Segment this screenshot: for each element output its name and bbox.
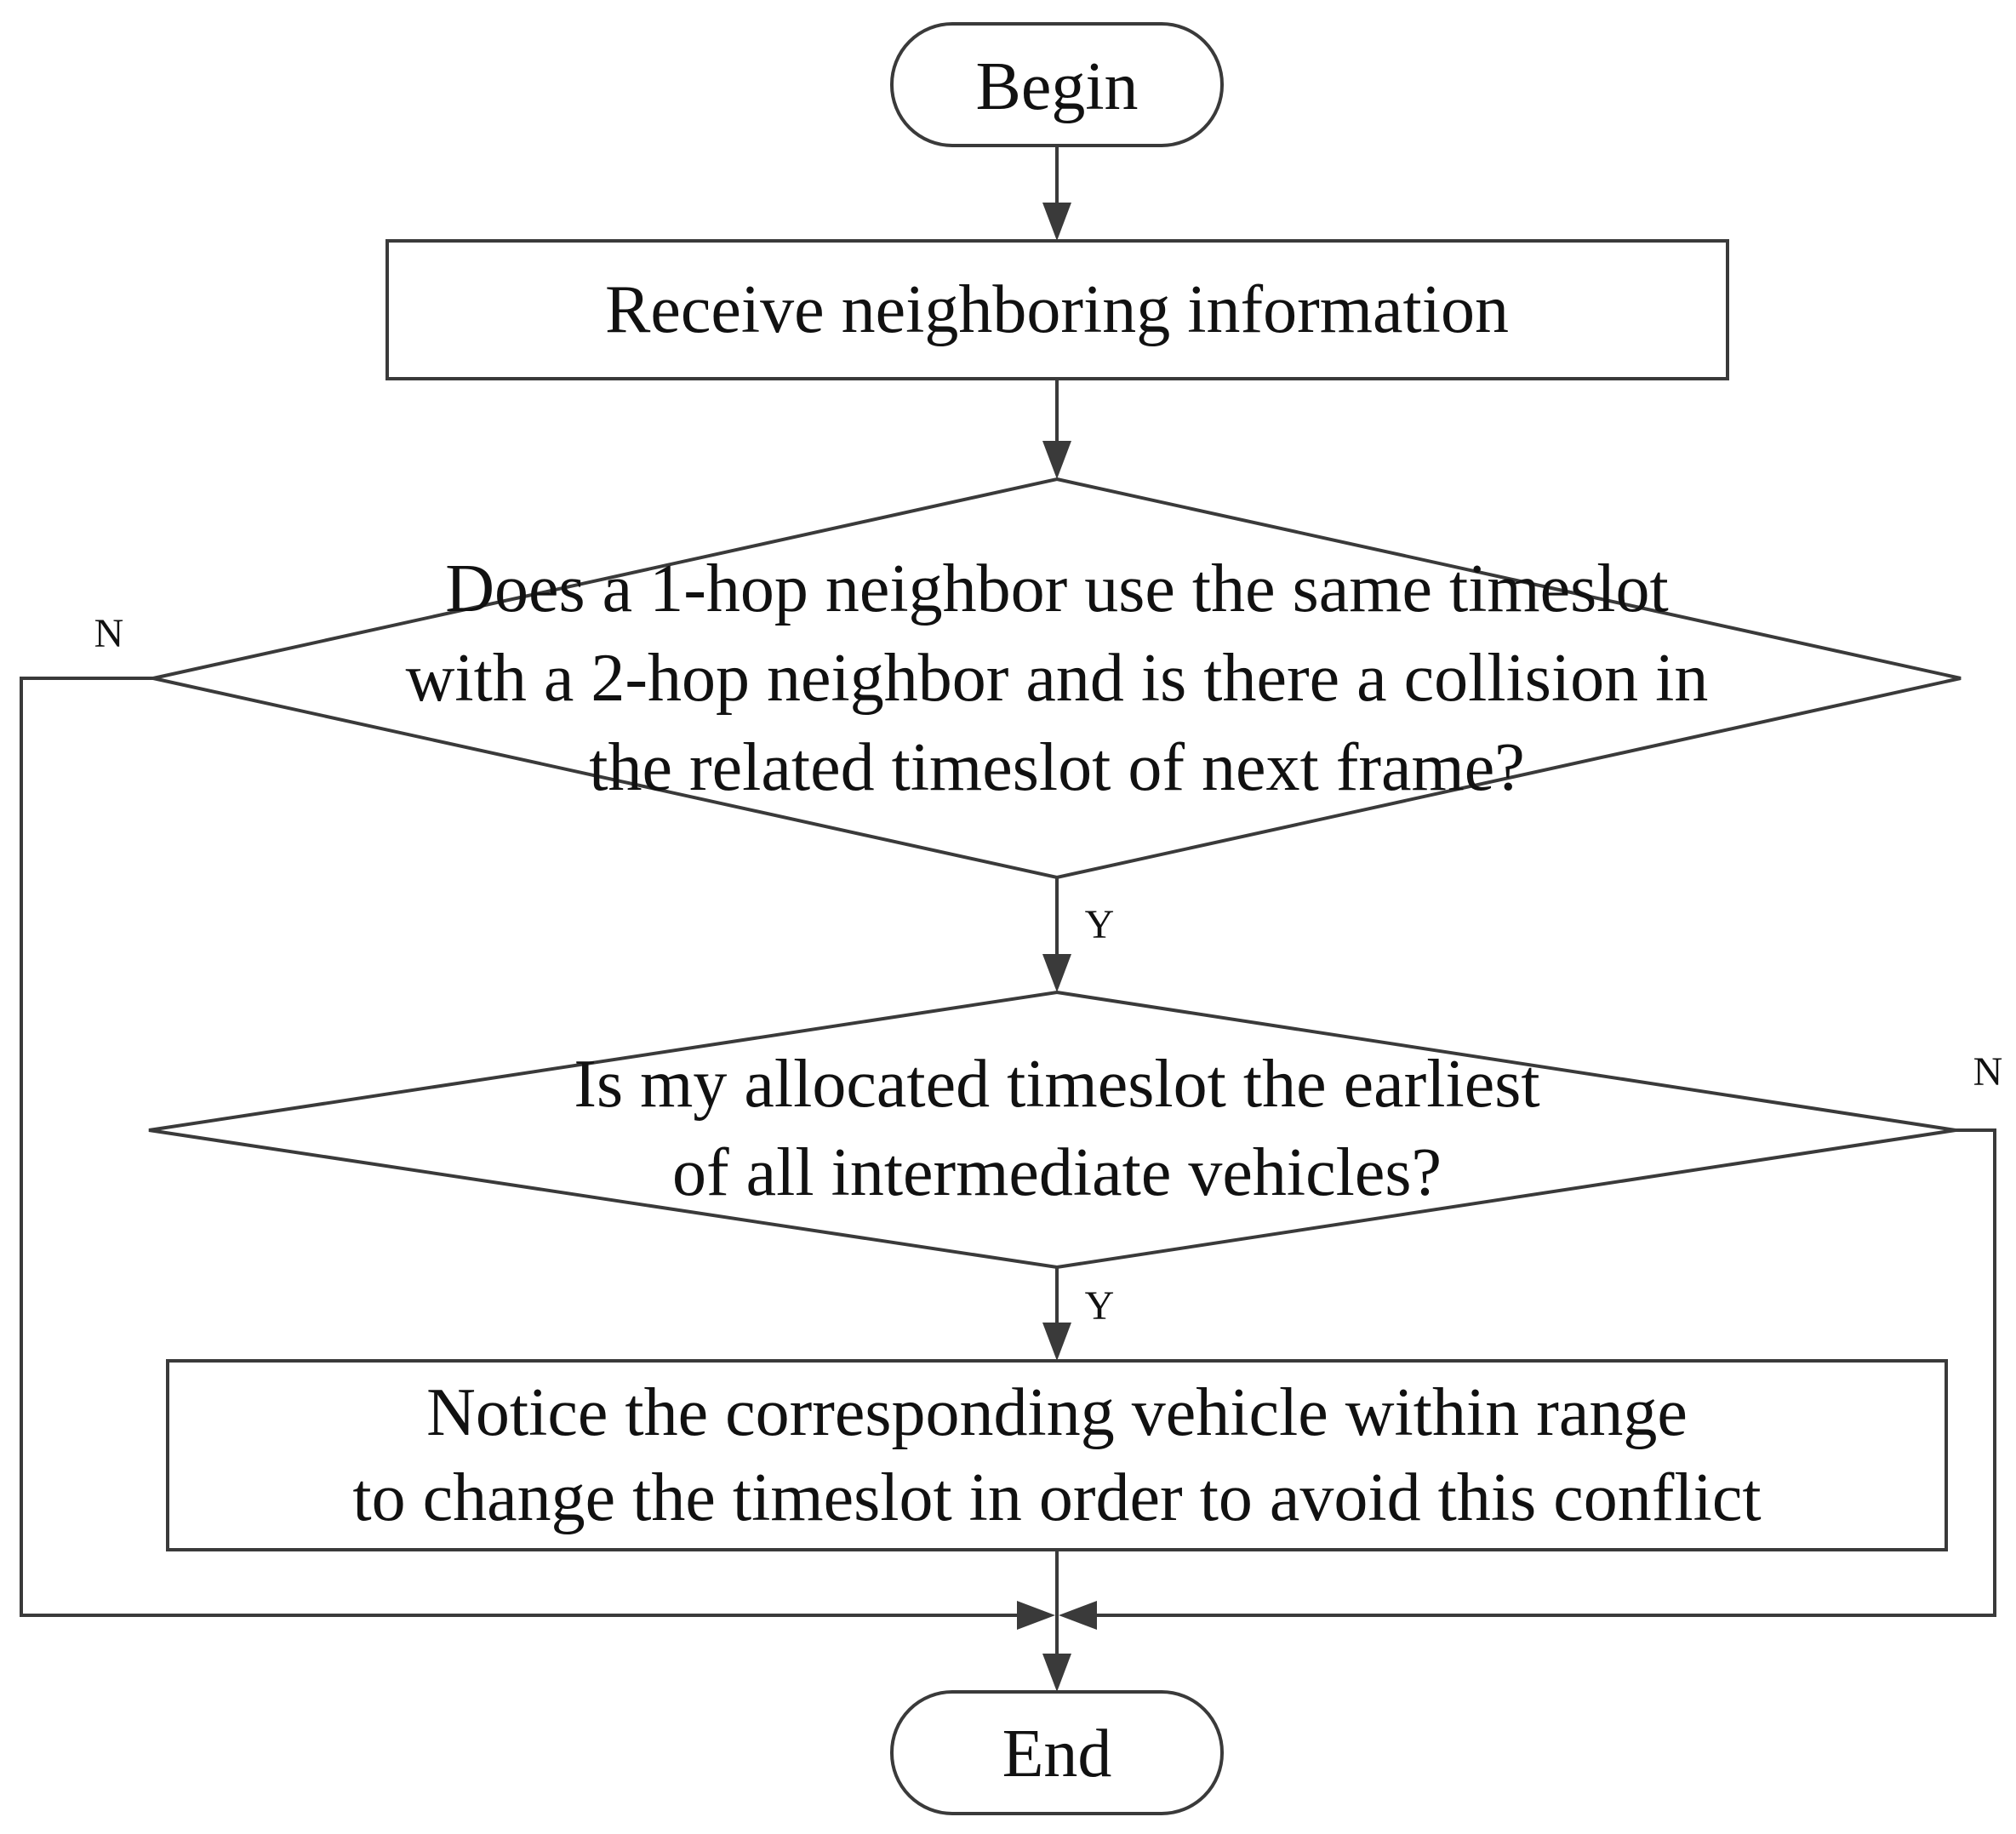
arrowhead bbox=[1017, 1601, 1055, 1630]
end-label: End bbox=[1002, 1717, 1112, 1791]
end-terminal-shape bbox=[890, 1690, 1224, 1815]
decision2-node: Is my allocated timeslot the earliest of… bbox=[148, 990, 1956, 1270]
decision1-line-2: with a 2-hop neighbor and is there a col… bbox=[406, 641, 1709, 716]
arrowhead bbox=[1042, 1323, 1071, 1361]
decision1-no-label: N bbox=[94, 611, 124, 656]
decision1-line-3: the related timeslot of next frame? bbox=[589, 730, 1525, 805]
arrowhead bbox=[1042, 1654, 1071, 1692]
arrow-decision2-yes: Y bbox=[1042, 1267, 1114, 1361]
decision2-no-label: N bbox=[1973, 1049, 2003, 1094]
decision2-yes-label: Y bbox=[1085, 1283, 1115, 1328]
decision1-node: Does a 1-hop neighbor use the same times… bbox=[152, 477, 1962, 880]
receive-process-shape bbox=[385, 239, 1729, 380]
end-node: End bbox=[890, 1690, 1224, 1815]
arrowhead bbox=[1059, 1601, 1097, 1630]
receive-node: Receive neighboring information bbox=[385, 239, 1729, 380]
arrow-notice-to-end bbox=[1042, 1550, 1071, 1692]
connector-line bbox=[1097, 1128, 1996, 1617]
decision1-yes-label: Y bbox=[1085, 902, 1115, 947]
notice-node: Notice the corresponding vehicle within … bbox=[166, 1359, 1948, 1551]
begin-label: Begin bbox=[975, 49, 1138, 124]
arrowhead bbox=[1042, 203, 1071, 241]
arrow-decision1-yes: Y bbox=[1042, 877, 1114, 992]
decision2-line-1: Is my allocated timeslot the earliest bbox=[574, 1047, 1539, 1122]
decision1-line-1: Does a 1-hop neighbor use the same times… bbox=[445, 551, 1668, 626]
decision2-line-2: of all intermediate vehicles? bbox=[672, 1135, 1442, 1210]
connector-line bbox=[20, 677, 1017, 1617]
arrow-decision2-no: N bbox=[1059, 1049, 2002, 1630]
arrow-begin-to-receive bbox=[1042, 146, 1071, 241]
notice-line-2: to change the timeslot in order to avoid… bbox=[352, 1460, 1761, 1535]
arrow-receive-to-decision1 bbox=[1042, 379, 1071, 479]
arrow-decision1-no: N bbox=[20, 611, 1055, 1630]
arrowhead bbox=[1042, 441, 1071, 479]
notice-process-shape bbox=[166, 1359, 1948, 1551]
receive-label: Receive neighboring information bbox=[605, 272, 1509, 347]
decision2-diamond-shape bbox=[148, 990, 1956, 1270]
arrowhead bbox=[1042, 954, 1071, 992]
notice-line-1: Notice the corresponding vehicle within … bbox=[426, 1375, 1688, 1450]
begin-node: Begin bbox=[890, 22, 1224, 147]
